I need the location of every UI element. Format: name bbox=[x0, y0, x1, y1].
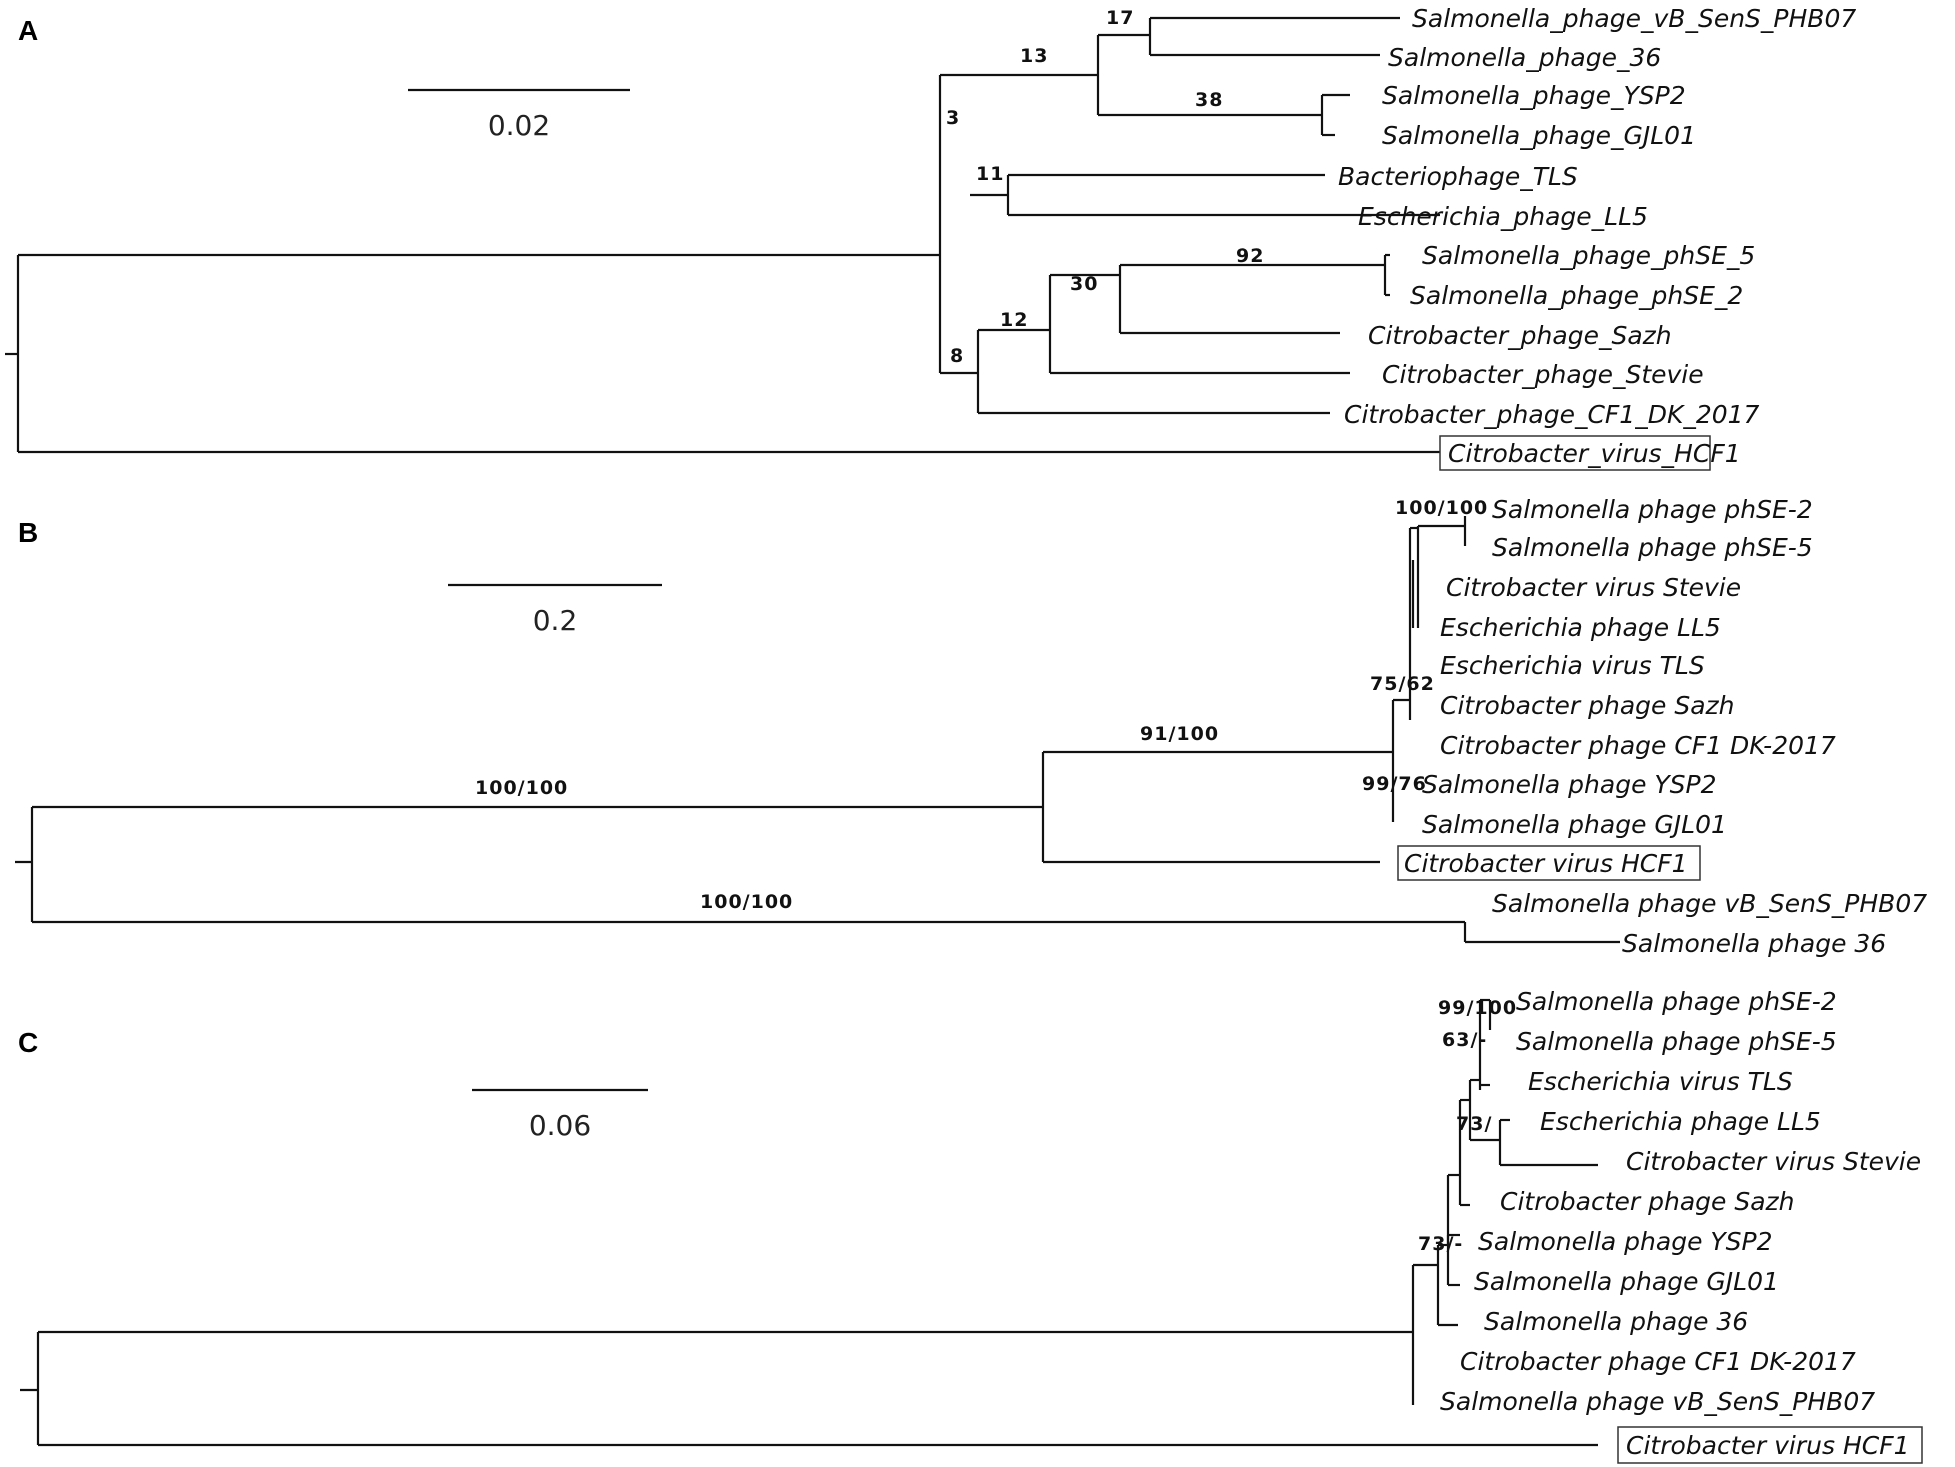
support-value: 13 bbox=[1020, 45, 1048, 67]
panel-b: B 0.2 100/100 75/62 91/10 bbox=[15, 495, 1927, 958]
support-value: 73/- bbox=[1418, 1233, 1463, 1255]
panel-c-label: C bbox=[18, 1027, 38, 1058]
leaf-label: Citrobacter_phage_CF1_DK_2017 bbox=[1344, 400, 1760, 429]
highlight-box bbox=[1397, 845, 1701, 881]
leaf-label: Citrobacter phage Sazh bbox=[1440, 691, 1735, 720]
panel-a-supports: 17 13 38 3 11 92 30 12 8 bbox=[946, 7, 1264, 367]
leaf-label: Escherichia phage LL5 bbox=[1540, 1107, 1821, 1136]
support-value: 63/- bbox=[1442, 1029, 1487, 1051]
support-value: 99/76 bbox=[1362, 773, 1427, 795]
leaf-label: Salmonella_phage_36 bbox=[1388, 43, 1661, 72]
support-value: 91/100 bbox=[1140, 723, 1219, 745]
panel-b-label: B bbox=[18, 517, 38, 548]
leaf-label: Citrobacter phage CF1 DK-2017 bbox=[1440, 731, 1836, 760]
support-value: 38 bbox=[1195, 89, 1223, 111]
support-value: 3 bbox=[946, 107, 960, 129]
leaf-label: Salmonella phage YSP2 bbox=[1478, 1227, 1773, 1256]
panel-b-leaves: Salmonella phage phSE-2 Salmonella phage… bbox=[1397, 495, 1927, 958]
leaf-label: Salmonella phage vB_SenS_PHB07 bbox=[1440, 1387, 1875, 1416]
panel-c-supports: 99/100 63/- 73/ 73/- bbox=[1418, 997, 1517, 1255]
leaf-label: Bacteriophage_TLS bbox=[1338, 162, 1578, 191]
support-value: 100/100 bbox=[700, 891, 793, 913]
panel-a-scale-bar: 0.02 bbox=[408, 88, 630, 142]
scale-bar-value: 0.06 bbox=[529, 1109, 591, 1142]
panel-b-supports: 100/100 75/62 91/100 100/100 99/76 100/1… bbox=[475, 497, 1488, 913]
leaf-label-highlighted: Citrobacter virus HCF1 bbox=[1626, 1431, 1910, 1460]
highlight-box bbox=[1439, 435, 1711, 471]
leaf-label: Salmonella phage 36 bbox=[1622, 929, 1886, 958]
leaf-label: Salmonella phage YSP2 bbox=[1422, 770, 1717, 799]
leaf-label: Citrobacter virus Stevie bbox=[1446, 573, 1741, 602]
panel-b-tree bbox=[15, 516, 1620, 944]
panel-a-tree bbox=[5, 16, 1440, 454]
panel-c-tree bbox=[20, 998, 1598, 1447]
panel-b-scale-bar: 0.2 bbox=[448, 583, 662, 637]
leaf-label-highlighted: Citrobacter virus HCF1 bbox=[1404, 849, 1688, 878]
leaf-label: Citrobacter phage Sazh bbox=[1500, 1187, 1795, 1216]
support-value: 100/100 bbox=[1395, 497, 1488, 519]
leaf-label: Salmonella_phage_phSE_5 bbox=[1422, 241, 1755, 270]
leaf-label: Citrobacter virus Stevie bbox=[1626, 1147, 1921, 1176]
panel-a-leaves: Salmonella_phage_vB_SenS_PHB07 Salmonell… bbox=[1338, 4, 1856, 471]
leaf-label: Citrobacter_phage_Sazh bbox=[1368, 321, 1672, 350]
leaf-label: Escherichia phage LL5 bbox=[1440, 613, 1721, 642]
leaf-label: Citrobacter phage CF1 DK-2017 bbox=[1460, 1347, 1856, 1376]
leaf-label: Salmonella phage GJL01 bbox=[1474, 1267, 1779, 1296]
leaf-label: Citrobacter_phage_Stevie bbox=[1382, 360, 1704, 389]
support-value: 92 bbox=[1236, 245, 1264, 267]
leaf-label: Salmonella_phage_YSP2 bbox=[1382, 81, 1686, 110]
leaf-label: Escherichia virus TLS bbox=[1528, 1067, 1793, 1096]
leaf-label: Salmonella phage phSE-5 bbox=[1492, 533, 1813, 562]
leaf-label: Salmonella phage phSE-5 bbox=[1516, 1027, 1837, 1056]
leaf-label: Escherichia virus TLS bbox=[1440, 651, 1705, 680]
leaf-label: Salmonella_phage_phSE_2 bbox=[1410, 281, 1743, 310]
leaf-label: Salmonella phage phSE-2 bbox=[1516, 987, 1837, 1016]
support-value: 30 bbox=[1070, 273, 1098, 295]
leaf-label: Salmonella phage phSE-2 bbox=[1492, 495, 1813, 524]
leaf-label-highlighted: Citrobacter_virus_HCF1 bbox=[1448, 439, 1741, 468]
support-value: 73/ bbox=[1456, 1113, 1492, 1135]
support-value: 11 bbox=[976, 163, 1004, 185]
support-value: 8 bbox=[950, 345, 964, 367]
panel-c-scale-bar: 0.06 bbox=[472, 1088, 648, 1142]
panel-c: C 0.06 bbox=[18, 987, 1923, 1464]
leaf-label: Salmonella_phage_vB_SenS_PHB07 bbox=[1412, 4, 1856, 33]
panel-c-leaves: Salmonella phage phSE-2 Salmonella phage… bbox=[1440, 987, 1923, 1464]
support-value: 12 bbox=[1000, 309, 1028, 331]
support-value: 17 bbox=[1106, 7, 1134, 29]
highlight-box bbox=[1617, 1426, 1923, 1464]
leaf-label: Salmonella phage GJL01 bbox=[1422, 810, 1727, 839]
support-value: 99/100 bbox=[1438, 997, 1517, 1019]
leaf-label: Salmonella phage vB_SenS_PHB07 bbox=[1492, 889, 1927, 918]
panel-a: A 0.02 bbox=[5, 4, 1856, 471]
panel-a-label: A bbox=[18, 15, 38, 46]
leaf-label: Escherichia_phage_LL5 bbox=[1358, 202, 1648, 231]
scale-bar-value: 0.2 bbox=[533, 604, 578, 637]
scale-bar-value: 0.02 bbox=[488, 109, 550, 142]
support-value: 75/62 bbox=[1370, 673, 1435, 695]
leaf-label: Salmonella phage 36 bbox=[1484, 1307, 1748, 1336]
support-value: 100/100 bbox=[475, 777, 568, 799]
leaf-label: Salmonella_phage_GJL01 bbox=[1382, 121, 1696, 150]
